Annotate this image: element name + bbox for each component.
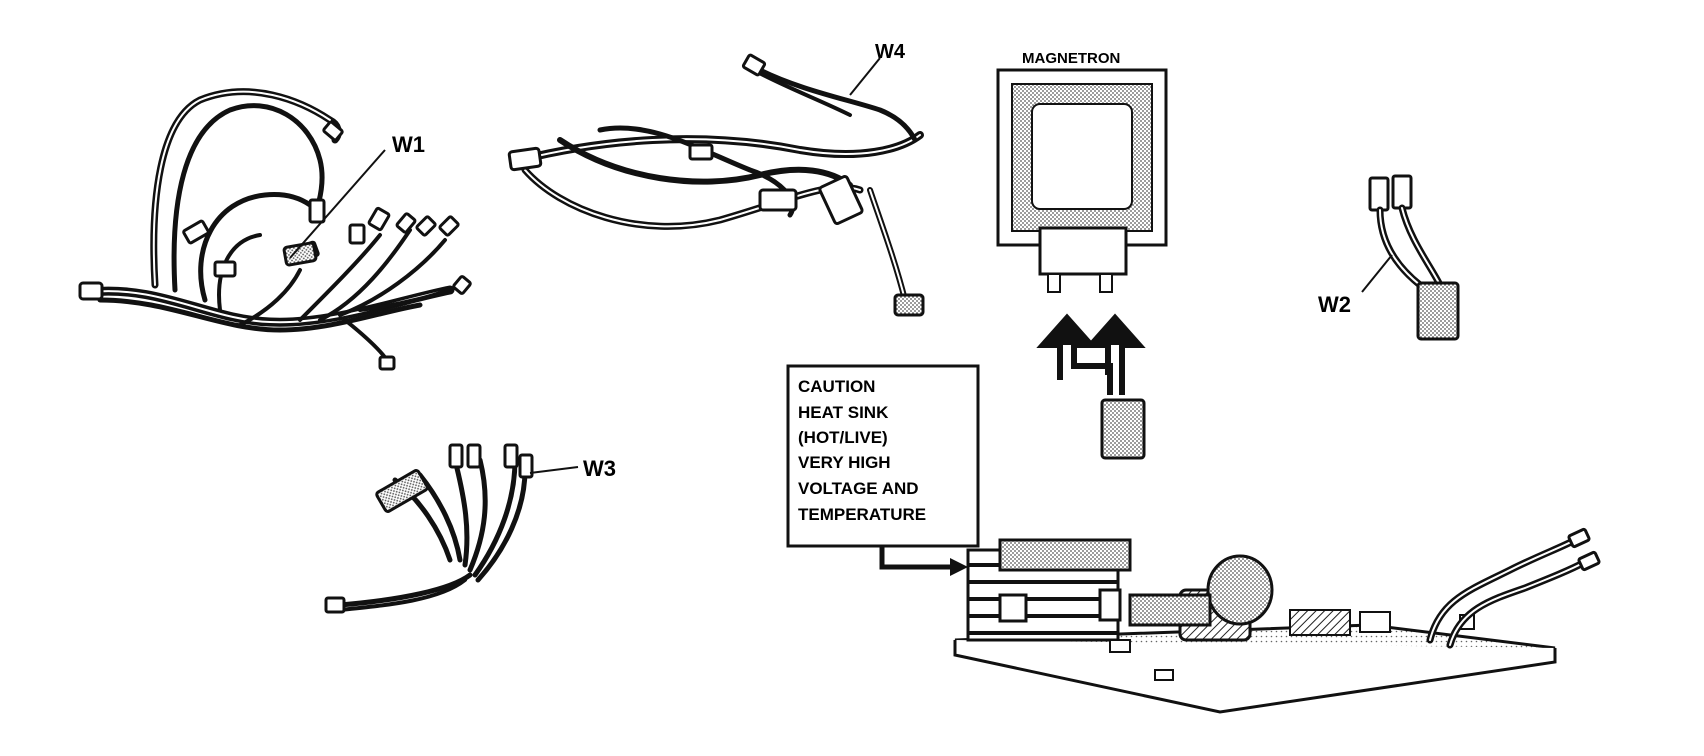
caution-line-5: VOLTAGE AND (798, 479, 919, 498)
harness-w2: W2 (1318, 174, 1460, 341)
magnetron-label: MAGNETRON (1022, 50, 1120, 67)
label-w1: W1 (392, 132, 425, 157)
caution-line-1: CAUTION (798, 377, 875, 396)
magnetron: MAGNETRON (996, 50, 1168, 460)
harness-w1: W1 (78, 88, 472, 371)
label-w3: W3 (583, 456, 616, 481)
harness-w4: W4 (507, 41, 925, 317)
caution-line-2: HEAT SINK (798, 403, 889, 422)
label-w2: W2 (1318, 292, 1351, 317)
harness-w3: W3 (324, 443, 616, 614)
caution-line-3: (HOT/LIVE) (798, 428, 888, 447)
caution-line-4: VERY HIGH (798, 453, 891, 472)
inverter-board (953, 527, 1601, 714)
label-w4: W4 (875, 41, 906, 63)
caution-box: CAUTION HEAT SINK (HOT/LIVE) VERY HIGH V… (786, 364, 980, 576)
caution-line-6: TEMPERATURE (798, 505, 926, 524)
